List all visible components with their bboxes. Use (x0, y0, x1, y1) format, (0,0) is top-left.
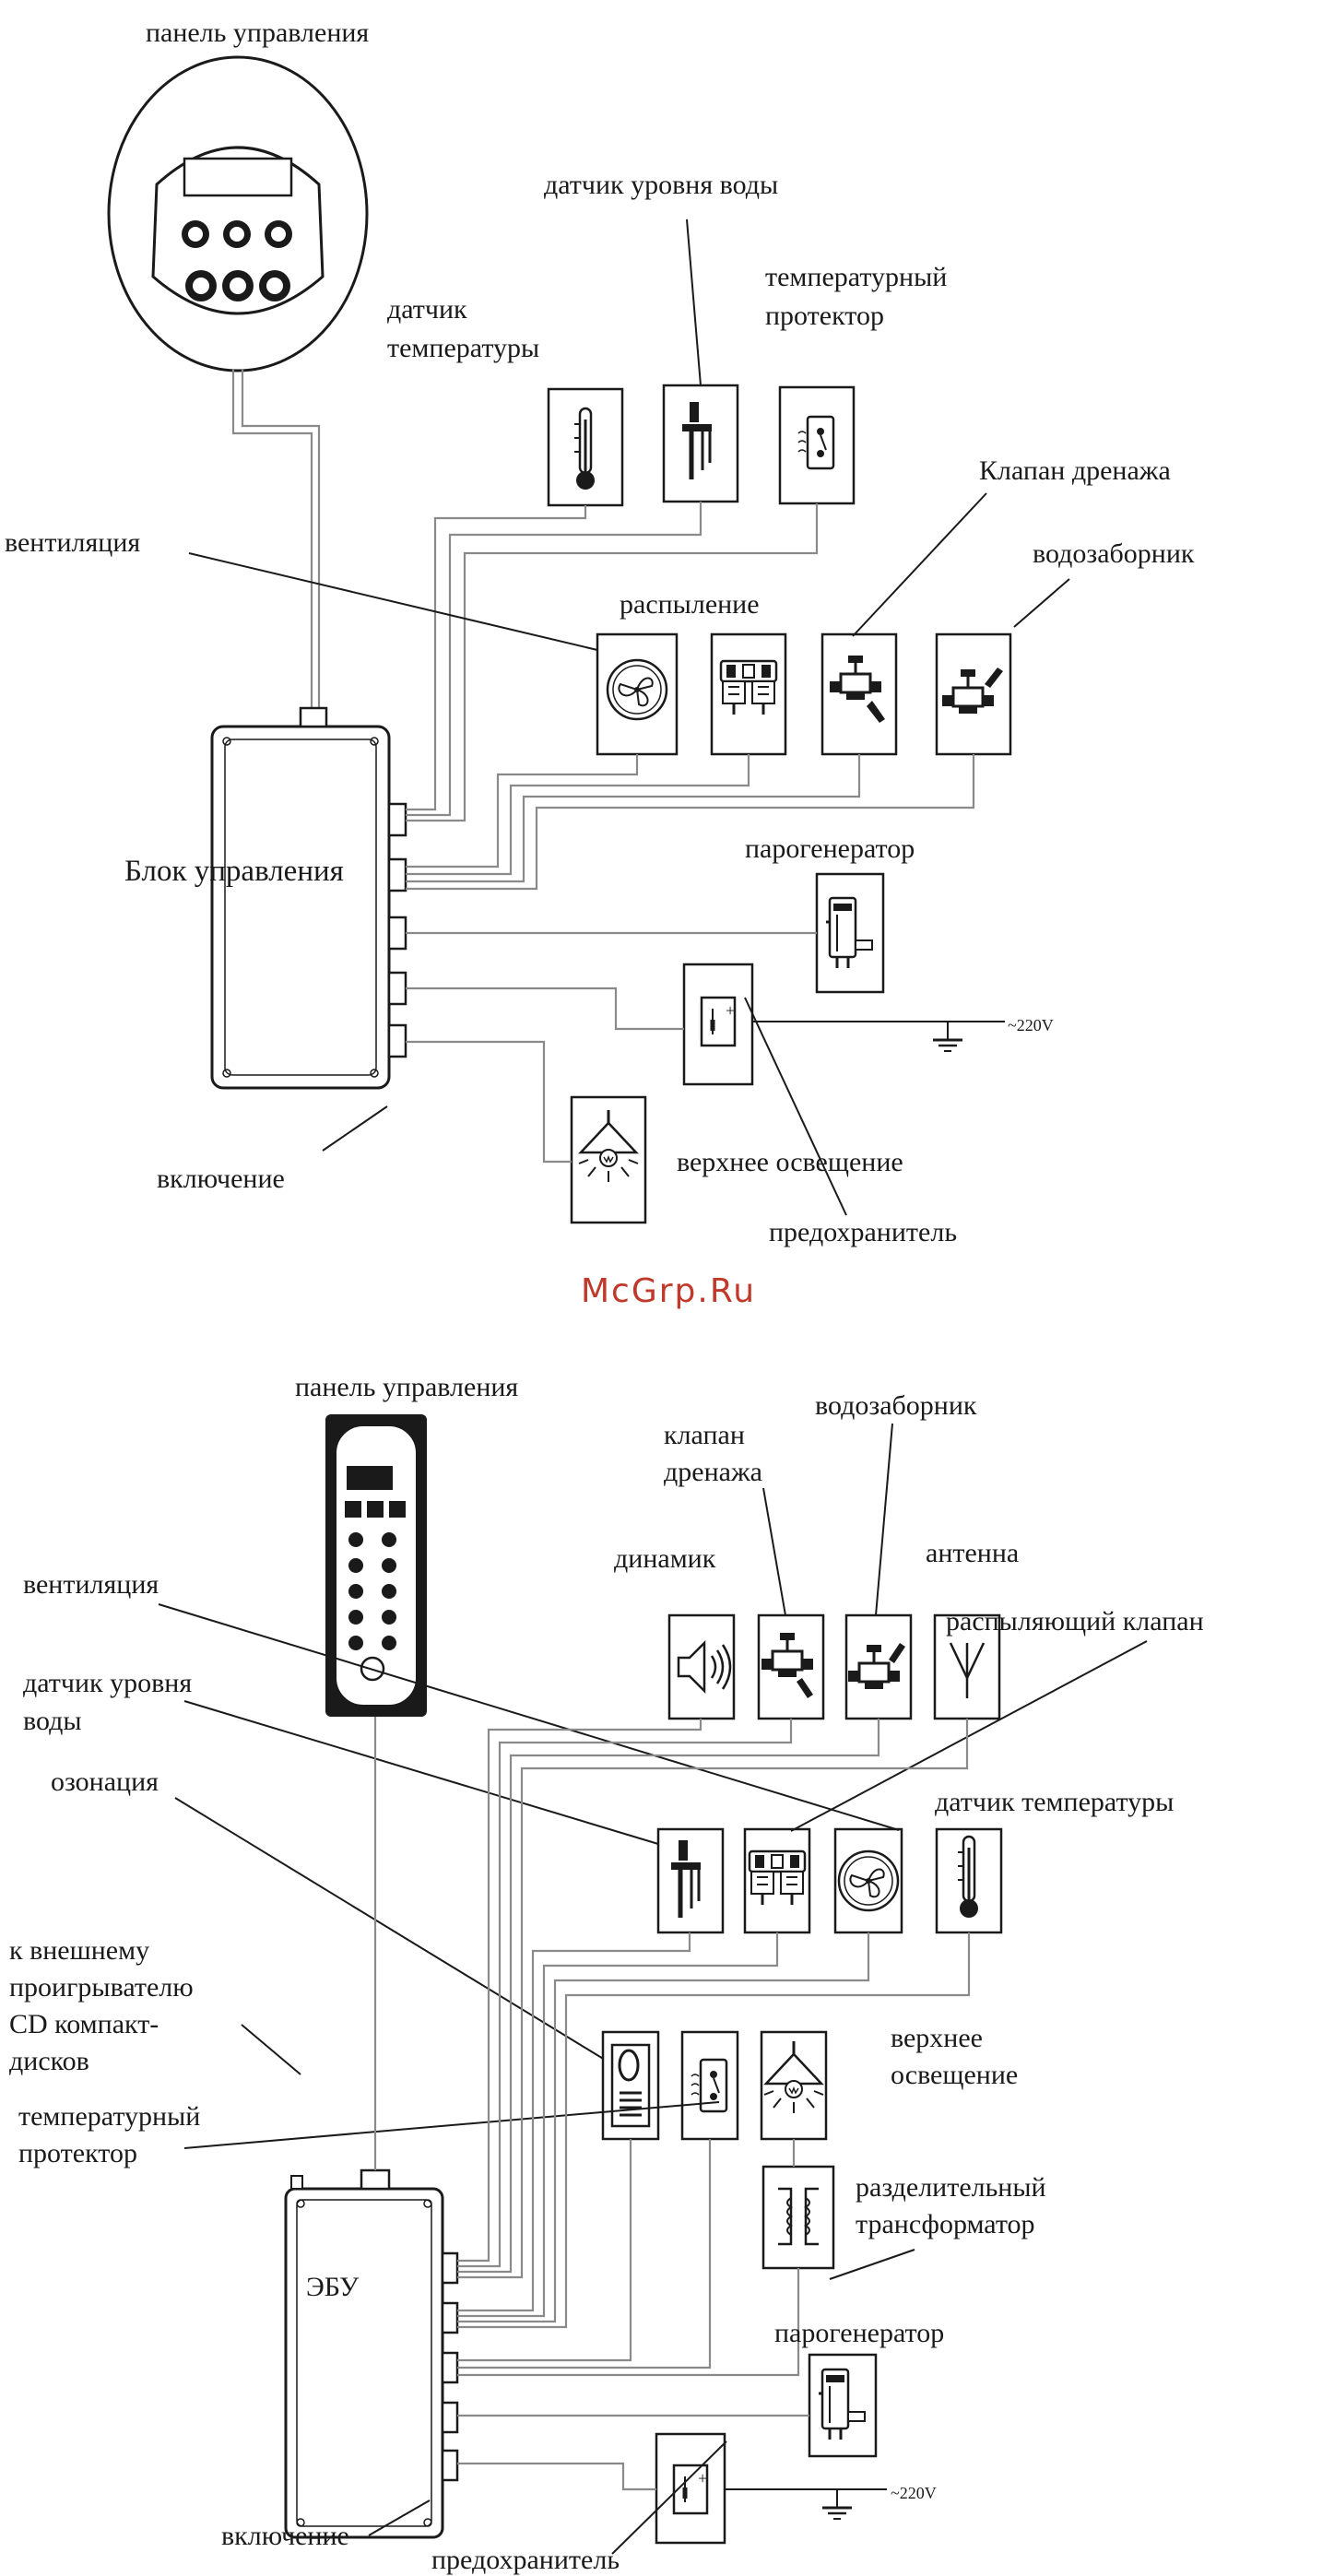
bottom-drain-valve (757, 1613, 825, 1720)
top-ventilation-fan (596, 632, 679, 756)
bottom-label-control-panel: панель управления (295, 1372, 518, 1402)
top-temperature-protector (778, 385, 856, 505)
bottom-control-panel (325, 1414, 427, 1717)
top-label-drain-valve: Клапан дренажа (979, 455, 1171, 486)
bottom-label-ozonation: озонация (51, 1767, 159, 1797)
top-control-unit (210, 706, 407, 1090)
top-label-water-intake: водозаборник (1033, 538, 1195, 569)
top-spray (710, 632, 787, 756)
bottom-overhead-light (760, 2030, 828, 2141)
bottom-steam-generator (808, 2353, 878, 2458)
bottom-label-temperature-sensor: датчик температуры (935, 1787, 1174, 1817)
bottom-label-antenna: антенна (926, 1538, 1019, 1568)
panel-buttons-row1 (182, 220, 292, 248)
top-label-top-light: верхнее освещение (677, 1147, 903, 1177)
bottom-label-ventilation: вентиляция (23, 1569, 159, 1600)
top-drain-valve (820, 632, 898, 756)
top-water-level-sensor (662, 384, 739, 503)
bottom-label-spray-valve: распыляющий клапан (946, 1606, 1204, 1637)
bottom-label-ecu: ЭБУ (306, 2272, 360, 2302)
top-control-panel (107, 55, 369, 372)
top-overhead-light (570, 1095, 647, 1224)
bottom-water-level-sensor (656, 1827, 725, 1934)
bottom-water-intake (844, 1613, 913, 1720)
top-diagram: панель управления Блок управления (5, 18, 1195, 1247)
top-label-control-unit: Блок управления (124, 855, 344, 888)
bottom-label-voltage: ~220V (891, 2484, 937, 2502)
panel-keys (345, 1501, 406, 1650)
bottom-temperature-sensor (935, 1827, 1003, 1934)
bottom-label-speaker: динамик (614, 1543, 716, 1574)
top-label-water-level-sensor: датчик уровня воды (544, 170, 778, 200)
top-label-power-on: включение (157, 1164, 285, 1194)
top-label-voltage: ~220V (1008, 1016, 1054, 1034)
top-fuse (682, 963, 754, 1086)
top-temperature-sensor (547, 387, 624, 507)
top-label-fuse: предохранитель (769, 1217, 957, 1247)
bottom-label-water-intake: водозаборник (815, 1390, 977, 1421)
bottom-ecu (284, 2168, 459, 2539)
top-label-spraying: распыление (620, 589, 760, 620)
top-water-intake (935, 632, 1012, 756)
panel-display (183, 157, 293, 197)
bottom-ventilation-fan (833, 1827, 903, 1934)
bottom-label-steam-generator: парогенератор (774, 2318, 944, 2348)
bottom-spray-valve (743, 1827, 811, 1934)
bottom-speaker (667, 1613, 736, 1720)
bottom-ozonator (601, 2030, 660, 2141)
bottom-label-power-on: включение (221, 2521, 349, 2551)
watermark: McGrp.Ru (581, 1272, 756, 1310)
bottom-label-fuse: предохранитель (431, 2545, 620, 2575)
panel-display (347, 1466, 393, 1490)
top-steam-generator (815, 872, 885, 994)
top-label-control-panel: панель управления (146, 18, 369, 48)
top-label-steam-generator: парогенератор (745, 833, 915, 864)
bottom-temperature-protector (680, 2030, 739, 2141)
bottom-fuse (655, 2432, 726, 2545)
bottom-isolation-transformer (761, 2165, 835, 2270)
top-label-ventilation: вентиляция (5, 527, 140, 558)
panel-buttons-row2 (185, 270, 290, 301)
